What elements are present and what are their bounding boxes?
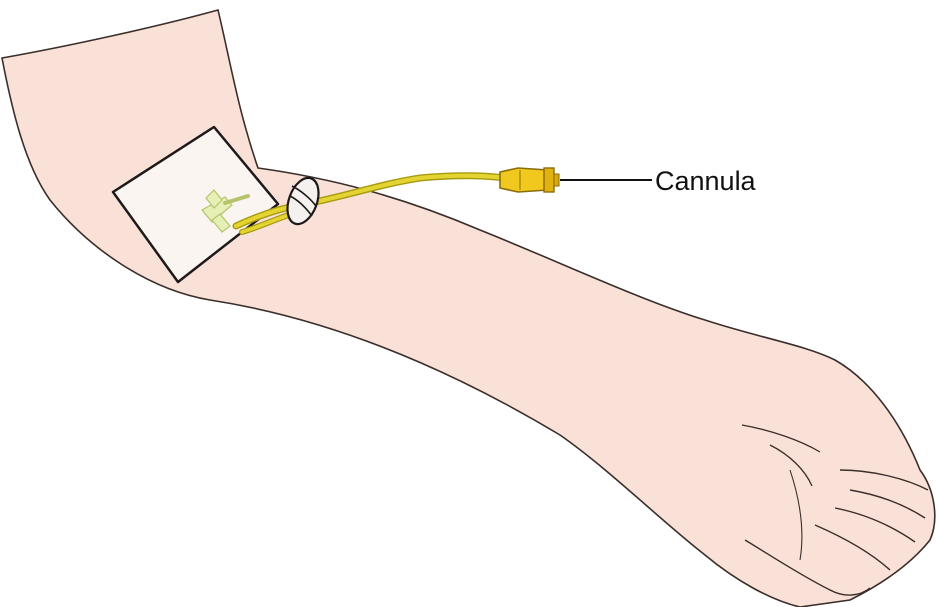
cannula-label: Cannula: [655, 166, 757, 196]
arm-illustration: [2, 10, 935, 607]
arm-skin: [2, 10, 935, 607]
luer-connector: [500, 168, 559, 192]
